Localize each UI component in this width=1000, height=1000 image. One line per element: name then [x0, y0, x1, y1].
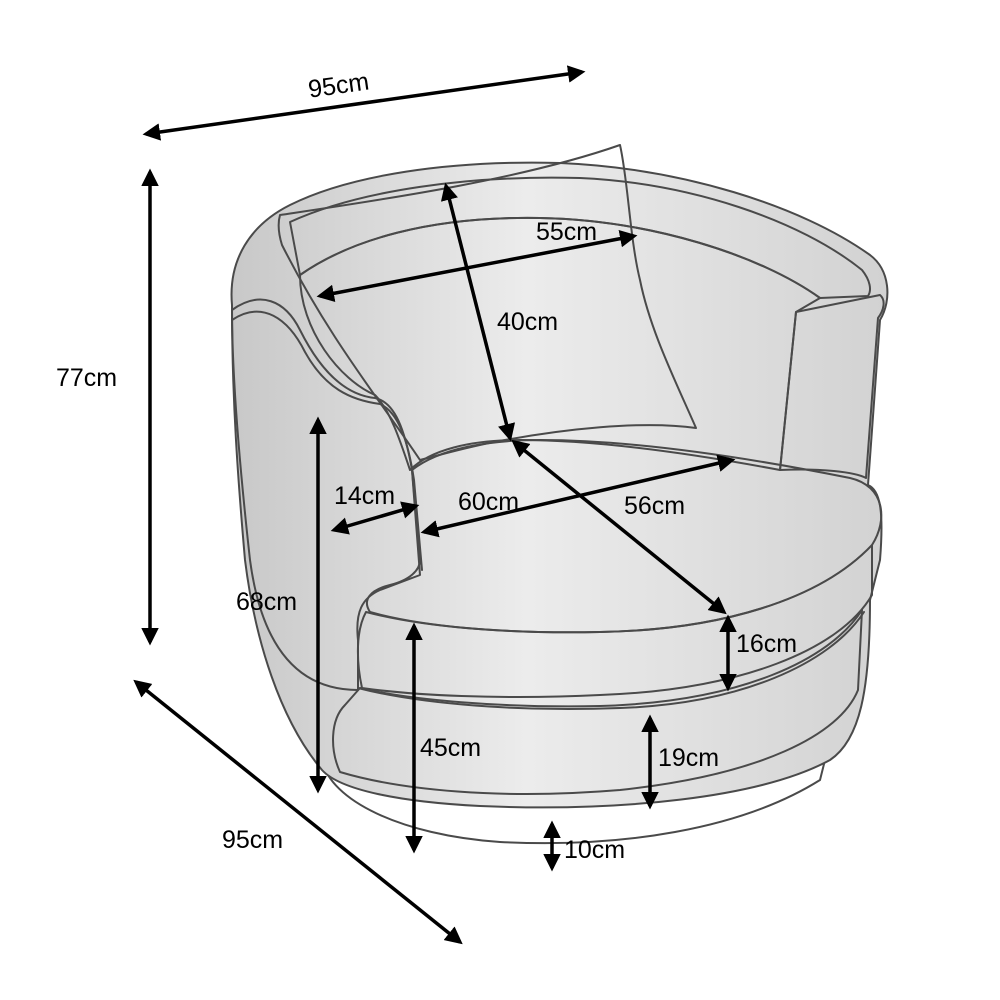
armrest-width-arrow [330, 501, 420, 535]
cushion-height-arrow [440, 182, 516, 442]
overall-height-label: 77cm [56, 364, 117, 392]
overall-depth-label: 95cm [222, 826, 283, 854]
width-arrow [142, 65, 586, 141]
throw-pillow [277, 144, 697, 461]
base-band-label: 19cm [658, 744, 719, 772]
armrest-width-label: 14cm [334, 482, 395, 510]
cushion-height-label: 40cm [497, 308, 558, 336]
armrest-height-label: 68cm [236, 588, 297, 616]
seat-width-label: 60cm [458, 488, 519, 516]
dimension-arrows [133, 65, 737, 945]
dimension-labels: 95cm 77cm 95cm 55cm 40cm 14cm 60cm 56cm … [56, 67, 797, 864]
seat-depth-arrow [511, 439, 727, 615]
seat-thickness-label: 16cm [736, 630, 797, 658]
cushion-width-label: 55cm [536, 218, 597, 246]
seat-height-label: 45cm [420, 734, 481, 762]
seat-depth-label: 56cm [624, 492, 685, 520]
chair-shell [230, 161, 889, 809]
depth-arrow [133, 679, 463, 945]
overall-width-label: 95cm [306, 67, 370, 103]
plinth-height-label: 10cm [564, 836, 625, 864]
